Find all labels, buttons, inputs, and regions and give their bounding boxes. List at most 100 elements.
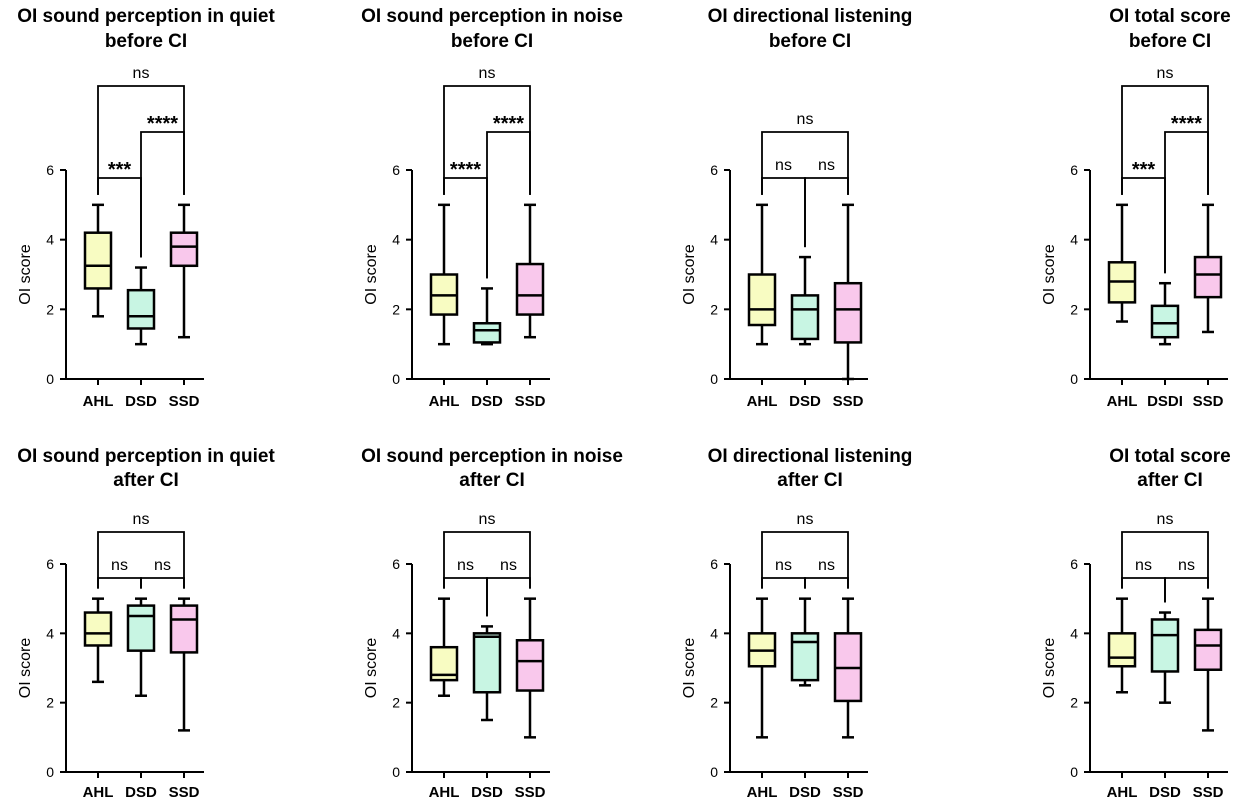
- y-tick-label: 2: [1070, 695, 1078, 711]
- significance-label: ns: [479, 65, 496, 82]
- y-tick-label: 2: [710, 695, 718, 711]
- significance-label: ns: [1178, 557, 1195, 574]
- significance-bracket: [761, 531, 849, 589]
- chart-title: after CI: [777, 470, 842, 491]
- iqr-box: [1193, 628, 1223, 671]
- significance-bracket: [804, 577, 849, 589]
- x-tick-label: AHL: [747, 393, 778, 410]
- iqr-box: [1193, 255, 1223, 299]
- y-tick-label: 6: [1070, 556, 1078, 572]
- significance-bracket: [1121, 85, 1209, 195]
- y-tick-label: 2: [46, 301, 54, 317]
- box-ahl: [747, 203, 777, 346]
- y-tick-label: 4: [392, 625, 400, 641]
- x-tick-label: DSD: [789, 784, 821, 801]
- box-ssd: [833, 597, 863, 739]
- x-tick-label: SSD: [833, 393, 864, 410]
- box-dsd: [472, 625, 502, 722]
- iqr-box: [83, 611, 113, 647]
- y-tick-label: 0: [1070, 371, 1078, 387]
- chart-title: OI total score: [1109, 446, 1230, 467]
- significance-bracket: [140, 577, 185, 589]
- x-tick-label: DSD: [125, 784, 157, 801]
- significance-bracket: [97, 85, 185, 195]
- significance-label: ns: [818, 557, 835, 574]
- x-tick-label: DSD: [471, 784, 503, 801]
- iqr-box: [1150, 304, 1180, 339]
- iqr-box: [169, 231, 199, 268]
- box-dsd: [790, 255, 820, 346]
- iqr-box: [747, 273, 777, 327]
- iqr-box: [126, 288, 156, 330]
- significance-bracket: [761, 577, 806, 589]
- y-tick-label: 4: [1070, 625, 1078, 641]
- box-dsd: [126, 597, 156, 697]
- box-ssd: [1193, 203, 1223, 334]
- box-dsd: [1150, 611, 1180, 704]
- y-axis-label: OI score: [1041, 638, 1058, 699]
- x-tick-label: SSD: [515, 393, 546, 410]
- significance-label: ns: [797, 511, 814, 528]
- chart-title: before CI: [1129, 31, 1211, 52]
- x-tick-label: SSD: [1193, 393, 1224, 410]
- significance-bracket: [761, 131, 849, 195]
- y-tick-label: 4: [710, 232, 718, 248]
- significance-bracket: [1121, 577, 1166, 603]
- box-dsd: [472, 287, 502, 346]
- box-ahl: [83, 597, 113, 684]
- box-ahl: [747, 597, 777, 739]
- significance-label: ns: [1135, 557, 1152, 574]
- significance-bracket: [804, 177, 849, 248]
- significance-label: ****: [147, 113, 178, 135]
- iqr-box: [169, 604, 199, 654]
- box-ssd: [515, 597, 545, 739]
- y-tick-label: 0: [1070, 764, 1078, 780]
- significance-label: ****: [450, 159, 481, 181]
- chart-title: after CI: [1137, 470, 1202, 491]
- x-tick-label: SSD: [169, 393, 200, 410]
- y-tick-label: 6: [46, 556, 54, 572]
- chart-title: OI sound perception in noise: [361, 6, 623, 27]
- y-tick-label: 0: [710, 371, 718, 387]
- significance-label: ns: [797, 111, 814, 128]
- x-tick-label: AHL: [429, 784, 460, 801]
- significance-bracket: [443, 85, 531, 195]
- significance-label: ****: [493, 113, 524, 135]
- iqr-box: [83, 231, 113, 290]
- x-tick-label: AHL: [1107, 784, 1138, 801]
- significance-bracket: [1121, 531, 1209, 589]
- significance-bracket: [486, 577, 531, 617]
- chart-title: before CI: [105, 31, 187, 52]
- y-tick-label: 0: [46, 371, 54, 387]
- significance-bracket: [1164, 577, 1209, 603]
- significance-label: ***: [108, 159, 132, 181]
- y-axis-label: OI score: [17, 638, 34, 699]
- y-tick-label: 4: [46, 232, 54, 248]
- x-tick-label: DSD: [1149, 784, 1181, 801]
- significance-label: ns: [1157, 65, 1174, 82]
- significance-label: ns: [154, 557, 171, 574]
- box-ahl: [429, 203, 459, 346]
- y-axis-label: OI score: [363, 244, 380, 305]
- x-tick-label: AHL: [429, 393, 460, 410]
- box-ssd: [515, 203, 545, 339]
- iqr-box: [1107, 632, 1137, 668]
- iqr-box: [126, 604, 156, 652]
- y-axis-label: OI score: [1041, 244, 1058, 305]
- significance-label: ns: [775, 557, 792, 574]
- significance-label: ****: [1171, 113, 1202, 135]
- x-tick-label: SSD: [833, 784, 864, 801]
- chart-title: OI directional listening: [708, 446, 913, 467]
- significance-bracket: [761, 177, 806, 248]
- significance-bracket: [97, 577, 142, 589]
- significance-label: ns: [818, 157, 835, 174]
- iqr-box: [790, 632, 820, 682]
- box-ahl: [83, 203, 113, 318]
- chart-title: OI sound perception in quiet: [17, 446, 275, 467]
- iqr-box: [472, 322, 502, 344]
- y-tick-label: 4: [46, 625, 54, 641]
